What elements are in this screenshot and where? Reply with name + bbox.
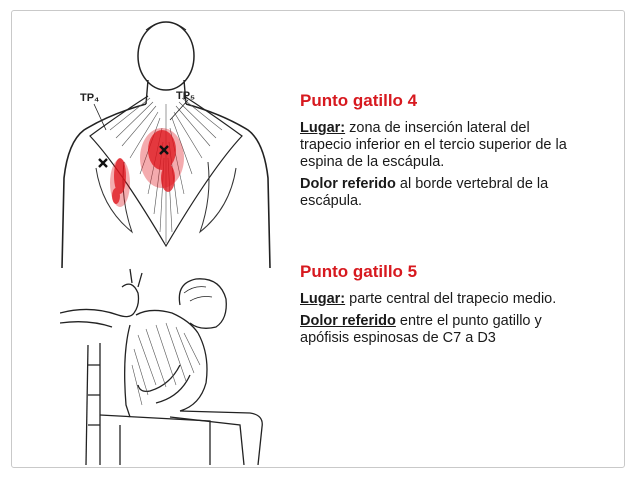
trigger-point-markers xyxy=(98,145,169,168)
location-text: parte central del trapecio medio. xyxy=(345,291,557,307)
trigger-point-5-title: Punto gatillo 5 xyxy=(300,262,418,281)
tp5-figure-label: TP₅ xyxy=(176,90,196,102)
location-text: zona de inserción lateral del trapecio i… xyxy=(300,120,567,170)
seated-palpation-illustration xyxy=(59,265,275,466)
trigger-point-5-referred-pain: Dolor referido entre el punto gatillo y … xyxy=(300,313,570,347)
back-anatomy-drawing xyxy=(61,21,271,269)
referred-pain-label: Dolor referido xyxy=(300,176,396,192)
location-label: Lugar: xyxy=(300,120,346,136)
back-trigger-points-illustration: TP₄ TP₅ xyxy=(50,18,282,269)
trigger-point-5-section: Punto gatillo 5 Lugar: parte central del… xyxy=(300,262,570,352)
trigger-point-4-location: Lugar: zona de inserción lateral del tra… xyxy=(300,120,570,171)
referred-pain-text: al borde vertebral de la escápula. xyxy=(300,176,549,209)
trigger-point-5-location: Lugar: parte central del trapecio medio. xyxy=(300,291,570,308)
trigger-point-4-referred-pain: Dolor referido al borde vertebral de la … xyxy=(300,176,570,210)
trigger-point-4-section: Punto gatillo 4 Lugar: zona de inserción… xyxy=(300,91,570,215)
tp4-figure-label: TP₄ xyxy=(80,92,100,104)
referred-pain-text: entre el punto gatillo y apófisis espino… xyxy=(300,313,542,346)
referred-pain-areas xyxy=(112,130,176,204)
seated-patient-drawing xyxy=(59,268,263,466)
slide-frame xyxy=(11,10,625,468)
location-label: Lugar: xyxy=(300,291,346,307)
referred-pain-label: Dolor referido xyxy=(300,313,396,329)
trigger-point-4-title: Punto gatillo 4 xyxy=(300,91,418,110)
